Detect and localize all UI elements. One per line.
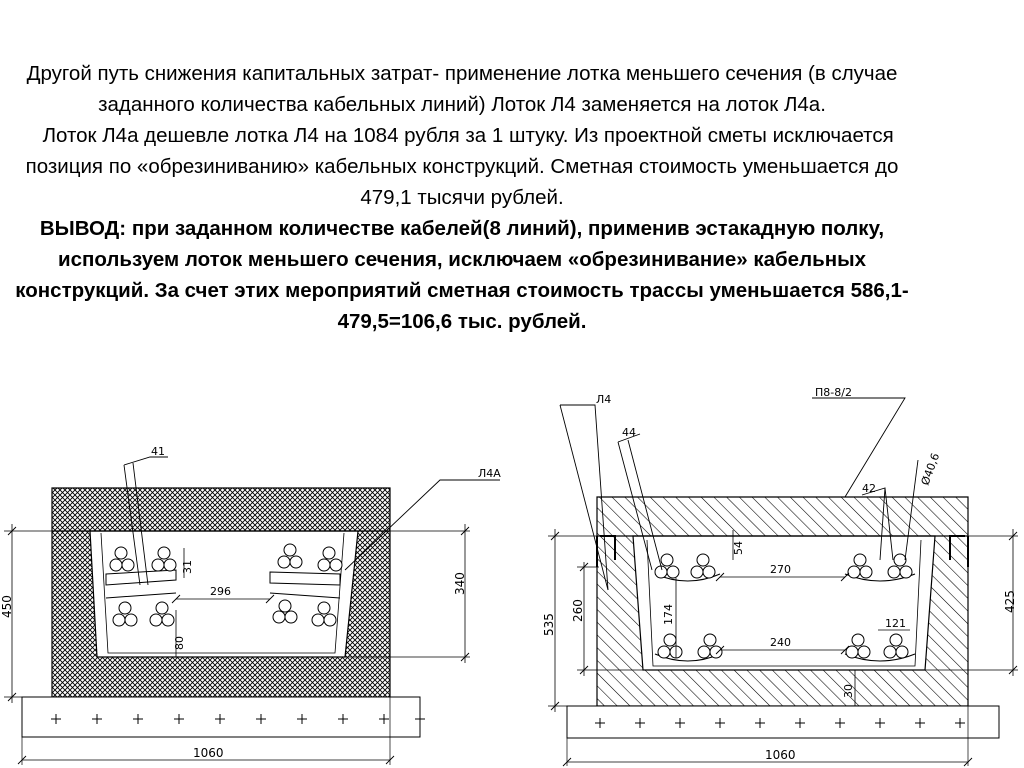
slide-text: Другой путь снижения капитальных затрат-… — [10, 58, 914, 337]
right-drawing: Л4 П8-8/2 44 42 Ø40,6 54 270 174 121 240… — [542, 386, 1018, 767]
paragraph-2: Лоток Л4а дешевле лотка Л4 на 1084 рубля… — [25, 124, 899, 209]
right-dim-54: 54 — [732, 541, 745, 555]
left-dim-340: 340 — [453, 572, 467, 595]
right-trough-body — [596, 496, 969, 707]
right-dim-121: 121 — [885, 617, 906, 630]
left-dim-80: 80 — [173, 636, 186, 650]
right-dim-535: 535 — [542, 613, 556, 636]
left-dim-450: 450 — [0, 595, 14, 618]
right-dim-240: 240 — [770, 636, 791, 649]
paragraph-1: Другой путь снижения капитальных затрат-… — [26, 62, 898, 116]
left-dim-296: 296 — [210, 585, 231, 598]
right-dim-30: 30 — [842, 684, 855, 698]
left-dim-1060: 1060 — [193, 746, 224, 760]
right-dim-270: 270 — [770, 563, 791, 576]
right-dim-174: 174 — [662, 604, 675, 625]
left-tag-l4a: Л4А — [478, 467, 501, 480]
conclusion: ВЫВОД: при заданном количестве кабелей(8… — [15, 217, 909, 333]
left-dim-31: 31 — [181, 560, 194, 574]
right-cables — [654, 553, 913, 659]
left-dim-41: 41 — [151, 445, 165, 458]
left-cables — [109, 543, 343, 627]
right-dim-1060: 1060 — [765, 748, 796, 762]
left-shelf-upper-left — [105, 569, 177, 586]
left-drawing: 41 31 296 80 Л4А 450 340 1060 — [0, 445, 501, 765]
right-dim-42: 42 — [862, 482, 876, 495]
right-dim-260: 260 — [571, 599, 585, 622]
right-dim-44: 44 — [622, 426, 636, 439]
right-tag-l4: Л4 — [596, 393, 611, 406]
right-tag-p8: П8-8/2 — [815, 386, 852, 399]
right-soil-crosses — [595, 718, 965, 728]
left-soil-crosses — [51, 714, 425, 724]
right-dim-425: 425 — [1003, 590, 1017, 613]
right-dim-40-6: Ø40,6 — [919, 451, 943, 487]
left-shelf-upper-right — [269, 571, 341, 586]
